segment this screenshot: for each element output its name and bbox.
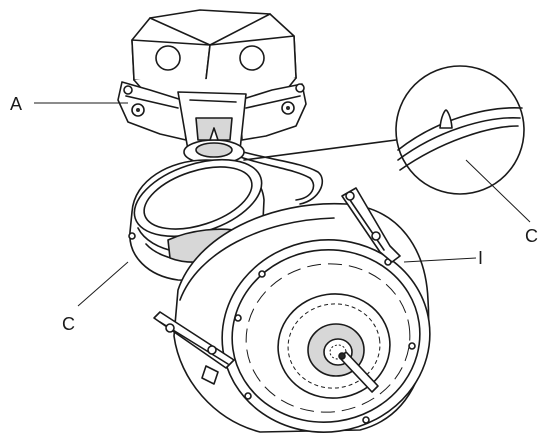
motor-housing — [173, 202, 431, 433]
bracket-screw-top-right — [295, 83, 305, 93]
bracket-screw-top-left — [123, 85, 133, 95]
blade-mount-left — [153, 311, 235, 385]
detail-magnifier — [243, 65, 525, 195]
leader-lines — [34, 102, 531, 307]
callout-c-right-label: C — [525, 226, 538, 246]
bracket-screw-left — [131, 103, 145, 117]
callout-c-left-label: C — [62, 314, 75, 334]
knockout-right — [239, 45, 265, 71]
blade-mount-top — [341, 187, 401, 263]
bracket-screw-right — [281, 101, 295, 115]
knockout-left — [155, 45, 181, 71]
supply-wires — [231, 149, 324, 205]
callout-a-label: A — [10, 94, 22, 114]
vent-slots — [245, 263, 411, 413]
callout-i-label: I — [478, 248, 483, 268]
